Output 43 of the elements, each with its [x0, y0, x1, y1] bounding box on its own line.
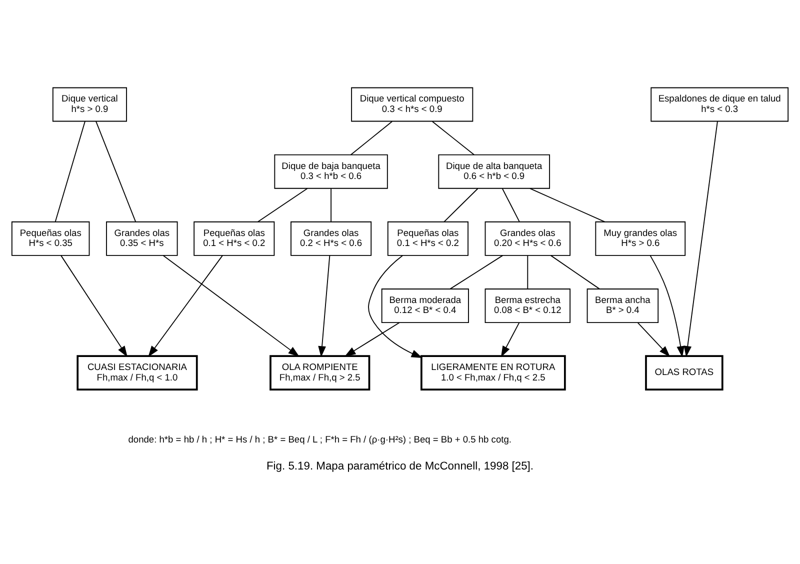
- node-box: Espaldones de dique en talud h*s < 0.3: [650, 87, 789, 122]
- connector: [54, 120, 86, 222]
- node-box: CUASI ESTACIONARIA Fh,max / Fh,q < 1.0: [76, 355, 198, 391]
- node-box: Dique vertical compuesto 0.3 < h*s < 0.9: [351, 87, 474, 122]
- node-box: Dique de alta banqueta 0.6 < h*b < 0.9: [438, 154, 550, 189]
- arrow: [368, 255, 423, 358]
- node-box: Pequeñas olas H*s < 0.35: [11, 221, 90, 256]
- arrow: [500, 322, 520, 358]
- arrow: [344, 322, 400, 357]
- arrow: [162, 255, 300, 357]
- connector: [529, 188, 606, 222]
- node-box: Grandes olas 0.35 < H*s: [106, 221, 178, 256]
- connector: [550, 255, 600, 290]
- node-box: Dique de baja banqueta 0.3 < h*b < 0.6: [274, 154, 388, 189]
- node-box: Dique vertical h*s > 0.9: [52, 87, 127, 122]
- connector: [450, 255, 504, 290]
- arrow: [637, 322, 670, 357]
- node-box: Pequeñas olas 0.1 < H*s < 0.2: [387, 221, 468, 256]
- node-box: Berma ancha B* > 0.4: [586, 288, 659, 323]
- connector: [502, 188, 520, 222]
- node-box: Grandes olas 0.2 < H*s < 0.6: [290, 221, 372, 256]
- node-box: Berma estrecha 0.08 < B* < 0.12: [484, 288, 570, 323]
- node-box: Berma moderada 0.12 < B* < 0.4: [381, 288, 469, 323]
- arrow: [148, 255, 223, 358]
- connector: [257, 188, 308, 222]
- arrow: [684, 120, 718, 358]
- arrow: [60, 255, 128, 358]
- connector: [444, 188, 478, 222]
- connector: [330, 188, 332, 222]
- connector: [96, 120, 136, 222]
- node-box: Grandes olas 0.20 < H*s < 0.6: [484, 221, 570, 256]
- node-box: Pequeñas olas 0.1 < H*s < 0.2: [194, 221, 275, 256]
- node-box: LIGERAMENTE EN ROTURA 1.0 < Fh,max / Fh,q < 2.5: [420, 355, 566, 391]
- node-box: OLA ROMPIENTE Fh,max / Fh,q > 2.5: [270, 355, 370, 391]
- arrow: [318, 255, 330, 358]
- label: donde: h*b = hb / h ; H* = Hs / h ; B* = Beq / L ; F*h = Fh / (ρ·g·H²s) ; Beq = Bb + 0.5 hb cotg.: [128, 434, 512, 444]
- connector: [350, 121, 393, 156]
- arrow: [650, 255, 684, 358]
- caption: Fig. 5.19. Mapa paramétrico de McConnell, 1998 [25].: [266, 460, 534, 472]
- node-box: OLAS ROTAS: [645, 355, 724, 391]
- connector: [432, 121, 475, 156]
- connector: [527, 255, 528, 290]
- node-box: Muy grandes olas H*s > 0.6: [595, 221, 686, 256]
